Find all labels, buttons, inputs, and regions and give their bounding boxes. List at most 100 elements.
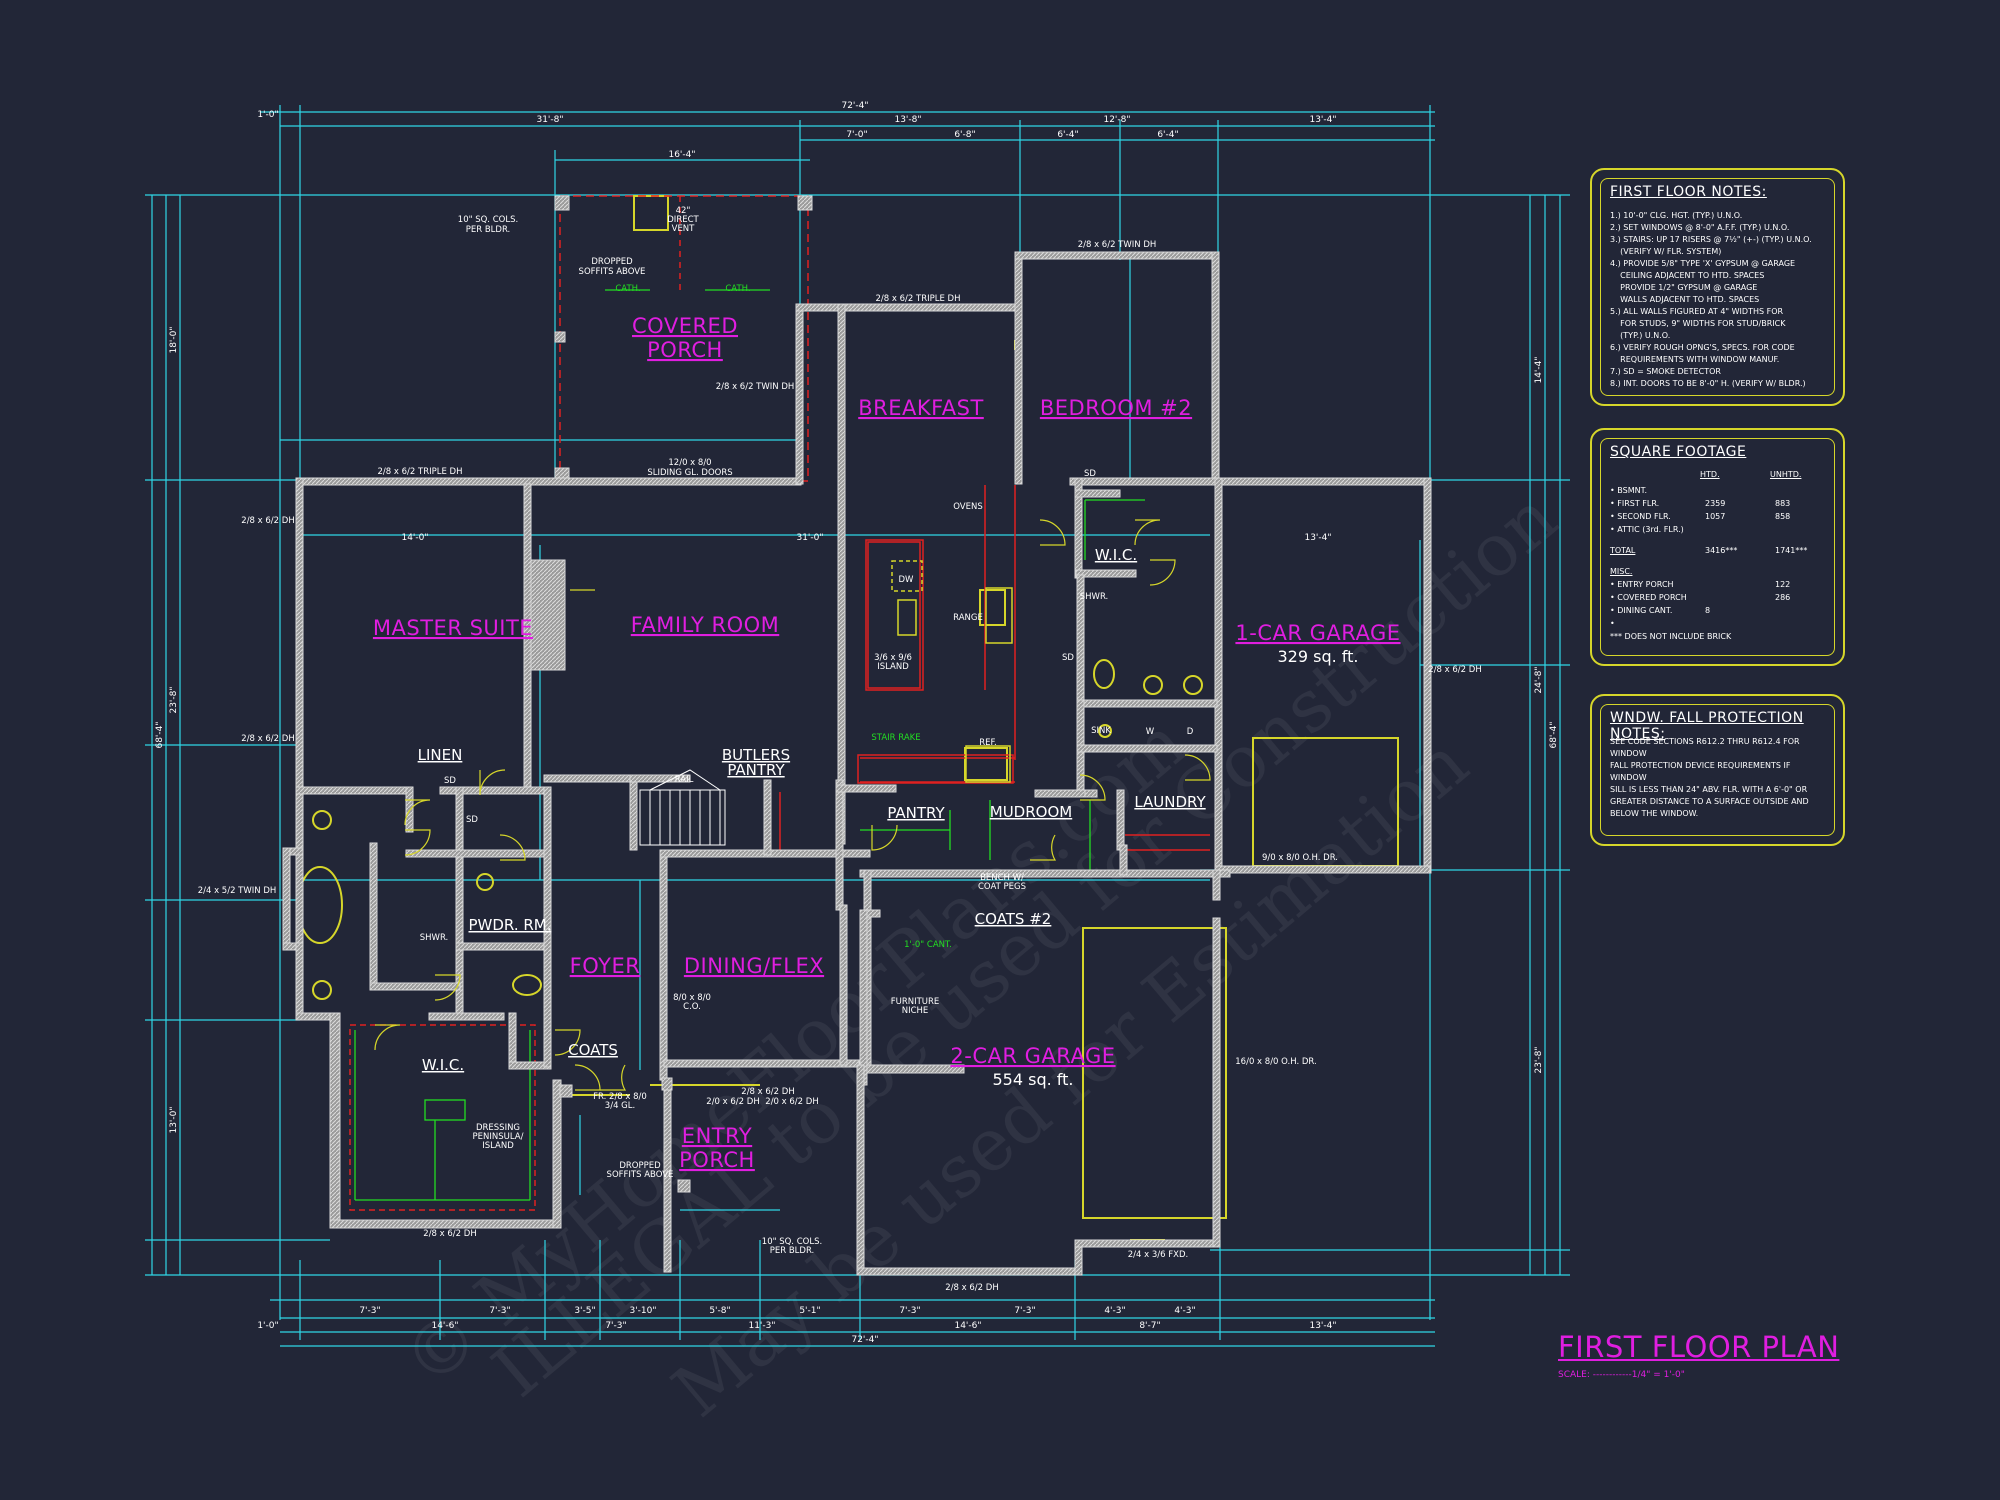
dimension-text: 18'-0" (169, 326, 179, 353)
fall-protection-notes-box: WNDW. FALL PROTECTION NOTES: SEE CODE SE… (1590, 694, 1845, 846)
fall-note-item: BELOW THE WINDOW. (1610, 809, 1699, 818)
sf-row: • ATTIC (3rd. FLR.) (1610, 525, 1825, 537)
dimension-text: 7'-3" (359, 1306, 380, 1316)
door-swings (374, 519, 1211, 1091)
annotation: 2/8 x 6/2 DH (241, 516, 294, 526)
sf-row: • BSMNT. (1610, 486, 1825, 498)
room-label-laundry: LAUNDRY (1134, 793, 1206, 811)
dimension-text: 3'-5" (574, 1306, 595, 1316)
dimension-text: 7'-3" (605, 1321, 626, 1331)
annotation: COAT PEGS (978, 882, 1026, 892)
annotation: 2/8 x 6/2 DH (945, 1283, 998, 1293)
annotation: W (1146, 727, 1155, 737)
annotation: STAIR RAKE (871, 733, 920, 743)
annotation: 3/4 GL. (605, 1101, 635, 1111)
annotation: ISLAND (482, 1141, 514, 1151)
annotation: 2/8 x 6/2 DH (741, 1087, 794, 1097)
room-label-coats-2: COATS #2 (975, 910, 1052, 928)
square-footage-title: SQUARE FOOTAGE (1610, 444, 1747, 460)
sf-row-label: • BSMNT. (1610, 486, 1648, 495)
room-label-master-suite: MASTER SUITE (373, 616, 533, 640)
sf-row-label: MISC. (1610, 567, 1633, 576)
room-label-family-room: FAMILY ROOM (631, 613, 780, 637)
room-label-butlers-1: BUTLERS (722, 746, 790, 764)
floor-note-item: 7.) SD = SMOKE DETECTOR (1610, 367, 1721, 376)
annotation: REF. (979, 738, 997, 748)
room-label-dining-flex: DINING/FLEX (684, 954, 824, 978)
green-detail-lines (354, 289, 1145, 1201)
annotation: ISLAND (877, 662, 909, 672)
floor-note-item: PROVIDE 1/2" GYPSUM @ GARAGE (1610, 283, 1758, 292)
annotation: DRESSING (476, 1123, 520, 1133)
notes-inner-border (1600, 178, 1835, 396)
annotation: CATH. (725, 284, 750, 294)
dimension-text: 13'-4" (1304, 533, 1331, 543)
annotation: 1'-0" CANT. (904, 940, 952, 950)
kitchen-appliances (857, 541, 1014, 784)
dimension-text: 14'-4" (1534, 356, 1544, 383)
room-label-powder-room: PWDR. RM. (469, 916, 552, 934)
annotation: 2/8 x 6/2 TRIPLE DH (876, 294, 961, 304)
annotation: 12/0 x 8/0 (668, 458, 711, 468)
notes-inner-border (1600, 704, 1835, 836)
dimension-text: 14'-6" (954, 1321, 981, 1331)
plan-title: FIRST FLOOR PLAN (1558, 1330, 1840, 1364)
annotation: 16/0 x 8/0 O.H. DR. (1235, 1057, 1316, 1067)
annotation: DW (899, 575, 915, 585)
annotation: NICHE (902, 1006, 929, 1016)
floor-note-item: 6.) VERIFY ROUGH OPNG'S, SPECS. FOR CODE (1610, 343, 1795, 352)
floor-note-item: REQUIREMENTS WITH WINDOW MANUF. (1610, 355, 1780, 364)
dimension-text: 72'-4" (851, 1335, 878, 1345)
annotation: SHWR. (1080, 592, 1109, 602)
sf-row-label: • FIRST FLR. (1610, 499, 1660, 508)
dimension-text: 7'-3" (899, 1306, 920, 1316)
sf-row-label: TOTAL (1610, 546, 1636, 555)
annotation: 2/8 x 6/2 DH (423, 1229, 476, 1239)
annotation: SOFFITS ABOVE (579, 267, 646, 277)
annotation: SINK (1091, 726, 1111, 736)
room-label-covered-porch-1: COVERED (632, 314, 738, 338)
dimension-text: 6'-4" (1157, 130, 1178, 140)
sf-row-htd: 1057 (1705, 512, 1726, 521)
sf-row: • (1610, 619, 1825, 631)
annotation: 10" SQ. COLS. (458, 215, 518, 225)
annotation: SD (466, 815, 478, 825)
dimension-text: 72'-4" 31'-8" 13'-8" 12'-8" 13'-4" 7'-0"… (155, 101, 1559, 1345)
annotation: FURNITURE (891, 997, 940, 1007)
dimension-text: 68'-4" (155, 721, 165, 748)
fall-note-item: FALL PROTECTION DEVICE REQUIREMENTS IF W… (1610, 761, 1791, 782)
dimension-text: 16'-4" (668, 150, 695, 160)
annotations: 10" SQ. COLS. PER BLDR. DROPPED SOFFITS … (198, 206, 1482, 1293)
dimension-lines (145, 105, 1570, 1347)
dimension-text: 13'-4" (1309, 115, 1336, 125)
dimension-text: 12'-8" (1103, 115, 1130, 125)
dimension-text: 13'-8" (894, 115, 921, 125)
sf-row-label: • ATTIC (3rd. FLR.) (1610, 525, 1684, 534)
annotation: SHWR. (420, 933, 449, 943)
annotation: DROPPED (591, 257, 633, 267)
sf-row-htd: 8 (1705, 606, 1711, 615)
annotation: 2/8 x 6/2 DH (1428, 665, 1481, 675)
room-label-2-car-garage: 2-CAR GARAGE (950, 1044, 1115, 1068)
room-label-linen: LINEN (418, 746, 463, 764)
sf-col-htd: HTD. (1700, 470, 1720, 479)
sf-col-unhtd: UNHTD. (1770, 470, 1802, 479)
square-footage-box: SQUARE FOOTAGE HTD. UNHTD. • BSMNT. • FIR… (1590, 428, 1845, 666)
dimension-text: 23'-8" (1534, 1046, 1544, 1073)
stairs (639, 769, 726, 846)
dimension-text: 3'-10" (629, 1306, 656, 1316)
annotation: SD (1062, 653, 1074, 663)
dimension-text: 1'-0" (257, 110, 278, 120)
annotation: C.O. (683, 1002, 701, 1012)
floor-note-item: 4.) PROVIDE 5/8" TYPE 'X' GYPSUM @ GARAG… (1610, 259, 1796, 268)
fall-protection-list: SEE CODE SECTIONS R612.2 THRU R612.4 FOR… (1610, 736, 1825, 820)
fall-note-item: SEE CODE SECTIONS R612.2 THRU R612.4 FOR… (1610, 737, 1800, 758)
sf-row-label: *** DOES NOT INCLUDE BRICK (1610, 632, 1732, 641)
sf-row-unhtd: 858 (1775, 512, 1791, 521)
room-label-covered-porch-2: PORCH (647, 338, 723, 362)
room-label-bedroom-2: BEDROOM #2 (1040, 396, 1192, 420)
annotation: FR. 2/8 x 8/0 (593, 1092, 647, 1102)
dimension-text: 14'-0" (401, 533, 428, 543)
